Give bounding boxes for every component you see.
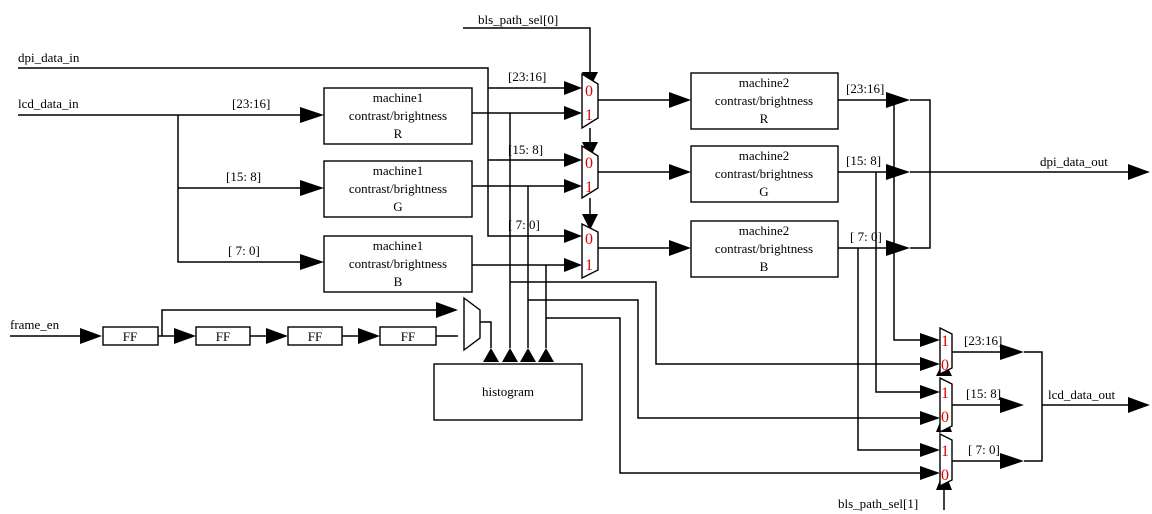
ff-1: FF [102,326,159,346]
ff-4-label: FF [401,329,415,344]
machine2-r-block: machine2 contrast/brightness R [690,72,839,130]
machine2-g-subtitle: contrast/brightness [715,166,813,181]
lower-mux-lo-digit-1: 1 [941,443,949,460]
upper-mux-r: 0 1 [581,72,599,130]
machine2-b-title: machine2 [739,223,790,238]
machine1-g-subtitle: contrast/brightness [349,181,447,196]
bits-lcd-lo: [ 7: 0] [228,243,260,258]
dpi-data-in-label: dpi_data_in [18,50,80,65]
bls-path-sel0-label: bls_path_sel[0] [478,12,558,27]
lower-mux-hi-digit-1: 1 [941,333,949,350]
machine2-r-subtitle: contrast/brightness [715,93,813,108]
machine1-r-title: machine1 [373,90,424,105]
ff-2-label: FF [216,329,230,344]
bits-m2-mid: [15: 8] [846,153,881,168]
bits-dpi-hi: [23:16] [508,69,546,84]
upper-mux-b: 0 1 [581,222,599,280]
bits-lcd-mid: [15: 8] [226,169,261,184]
machine2-b-block: machine2 contrast/brightness B [690,220,839,278]
machine1-r-channel: R [394,126,403,141]
machine1-b-block: machine1 contrast/brightness B [323,235,473,293]
machine2-g-channel: G [759,184,768,199]
bits-dpi-mid: [15: 8] [508,142,543,157]
upper-mux-g-digit-1: 1 [585,179,593,196]
arrowheads [80,72,1150,490]
upper-mux-b-digit-0: 0 [585,231,593,248]
machine2-r-channel: R [760,111,769,126]
bits-lcd-out-lo: [ 7: 0] [968,442,1000,457]
bits-dpi-lo: [ 7: 0] [508,217,540,232]
wires [10,27,1128,510]
lcd-data-out-label: lcd_data_out [1048,387,1116,402]
bits-m2-lo: [ 7: 0] [850,229,882,244]
upper-mux-r-digit-0: 0 [585,83,593,100]
machine2-b-channel: B [760,259,769,274]
lower-mux-lo: 1 0 [939,432,953,488]
machine1-g-title: machine1 [373,163,424,178]
ff-4: FF [379,326,437,346]
upper-mux-g: 0 1 [581,144,599,200]
bits-lcd-out-mid: [15: 8] [966,386,1001,401]
machine1-g-block: machine1 contrast/brightness G [323,160,473,218]
bits-lcd-hi: [23:16] [232,96,270,111]
bits-lcd-out-hi: [23:16] [964,333,1002,348]
lower-mux-mid-digit-0: 0 [941,409,949,426]
lower-mux-hi-digit-0: 0 [941,357,949,374]
machine1-r-subtitle: contrast/brightness [349,108,447,123]
machine2-b-subtitle: contrast/brightness [715,241,813,256]
ff-3: FF [287,326,343,346]
machine2-r-title: machine2 [739,75,790,90]
frame-en-label: frame_en [10,317,60,332]
upper-mux-g-digit-0: 0 [585,155,593,172]
lower-mux-mid-digit-1: 1 [941,385,949,402]
bits-m2-hi: [23:16] [846,81,884,96]
histogram-label: histogram [482,384,534,399]
bls-path-sel1-label: bls_path_sel[1] [838,496,918,511]
lower-mux-hi: 1 0 [939,326,953,376]
upper-mux-r-digit-1: 1 [585,107,593,124]
machine1-r-block: machine1 contrast/brightness R [323,87,473,145]
ff-1-label: FF [123,329,137,344]
lower-mux-lo-digit-0: 0 [941,467,949,484]
frame-en-mux [463,296,481,352]
upper-mux-b-digit-1: 1 [585,257,593,274]
machine1-g-channel: G [393,199,402,214]
machine1-b-channel: B [394,274,403,289]
machine2-g-title: machine2 [739,148,790,163]
histogram-block: histogram [433,363,583,421]
lcd-data-in-label: lcd_data_in [18,96,79,111]
machine1-b-subtitle: contrast/brightness [349,256,447,271]
dpi-data-out-label: dpi_data_out [1040,154,1108,169]
machine1-b-title: machine1 [373,238,424,253]
machine2-g-block: machine2 contrast/brightness G [690,145,839,203]
lower-mux-mid: 1 0 [939,376,953,434]
ff-2: FF [195,326,251,346]
ff-3-label: FF [308,329,322,344]
